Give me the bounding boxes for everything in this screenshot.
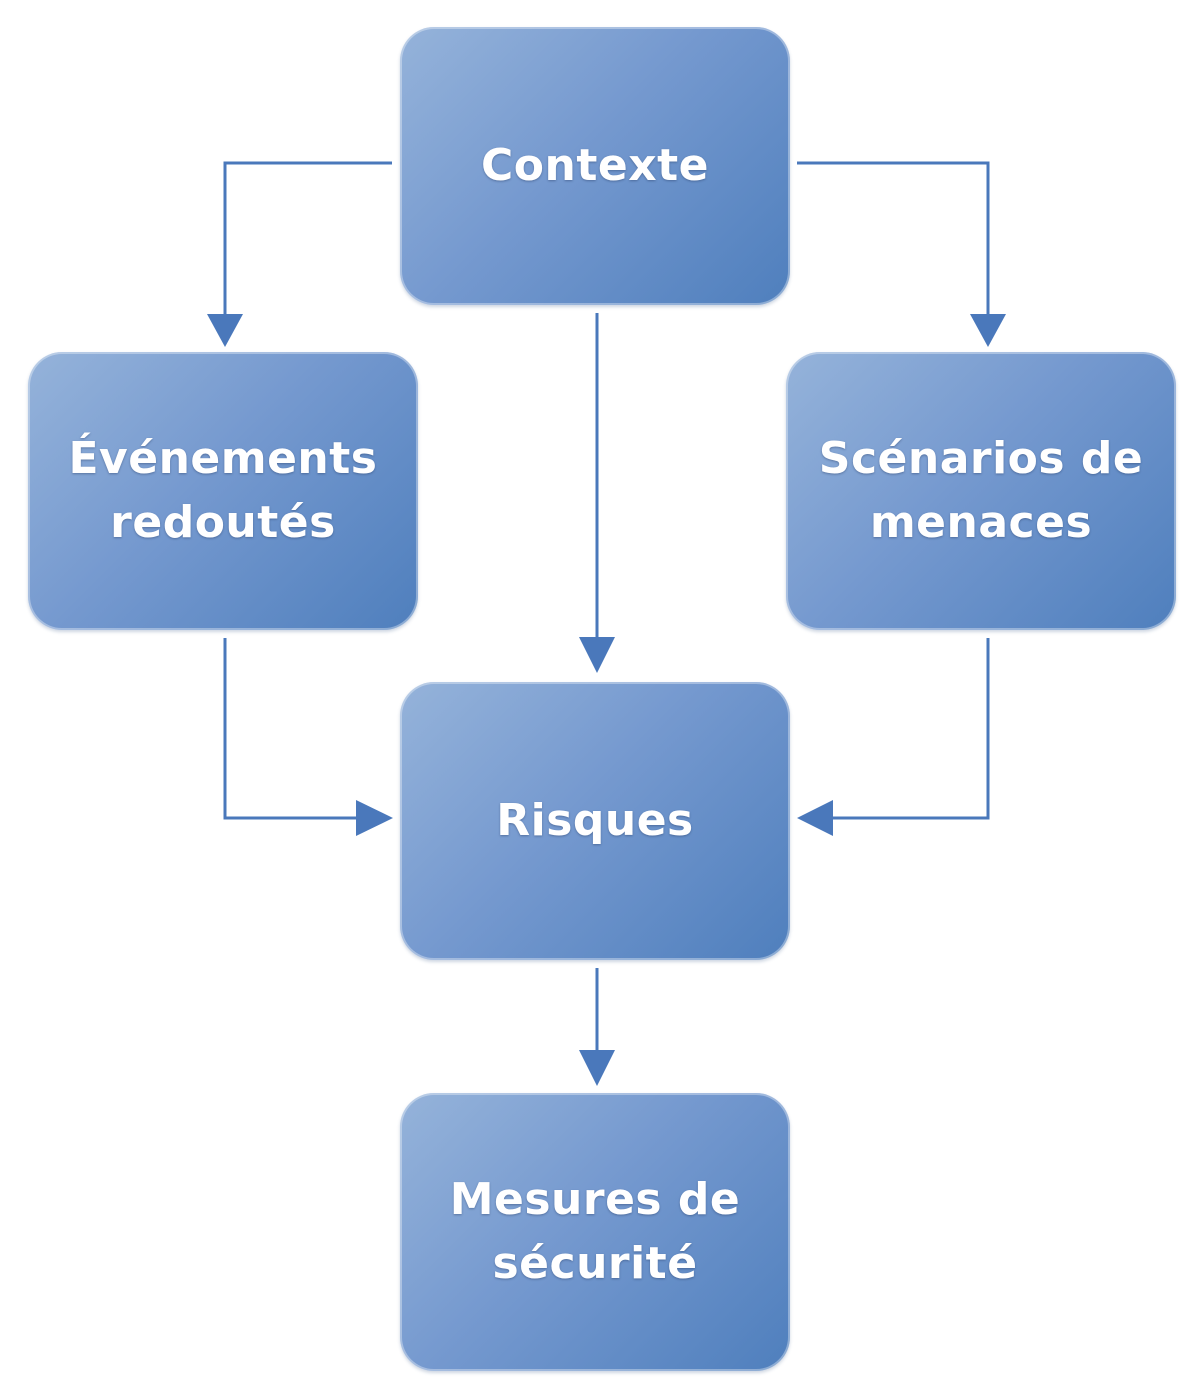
node-scenarios-label: Scénarios de menaces [819,427,1143,555]
edge-contexte-evenements [223,161,392,318]
node-mesures-label: Mesures de sécurité [450,1168,741,1296]
arrowhead-scenarios [970,314,1006,347]
arrowhead-risques-right [797,800,833,836]
node-scenarios-line1: Scénarios de [818,433,1144,484]
arrowhead-evenements [207,314,243,347]
node-evenements-line2: redoutés [110,497,336,548]
node-risques: Risques [400,682,790,960]
arrowhead-risques-top [579,637,615,673]
node-contexte-line1: Contexte [481,140,709,191]
node-contexte-label: Contexte [481,134,709,198]
node-scenarios-line2: menaces [869,497,1093,548]
arrowhead-mesures [579,1050,615,1086]
node-evenements-label: Événements redoutés [69,427,378,555]
edge-scenarios-risques [830,638,990,820]
edge-contexte-scenarios [797,161,990,318]
node-scenarios-menaces: Scénarios de menaces [786,352,1176,630]
node-evenements-redoutes: Événements redoutés [28,352,418,630]
edge-evenements-risques [223,638,360,820]
node-risques-line1: Risques [496,795,694,846]
node-mesures-securite: Mesures de sécurité [400,1093,790,1371]
arrowhead-risques-left [356,800,393,836]
node-risques-label: Risques [496,789,694,853]
node-mesures-line2: sécurité [492,1238,698,1289]
node-evenements-line1: Événements [68,433,378,484]
node-contexte: Contexte [400,27,790,305]
node-mesures-line1: Mesures de [449,1174,741,1225]
